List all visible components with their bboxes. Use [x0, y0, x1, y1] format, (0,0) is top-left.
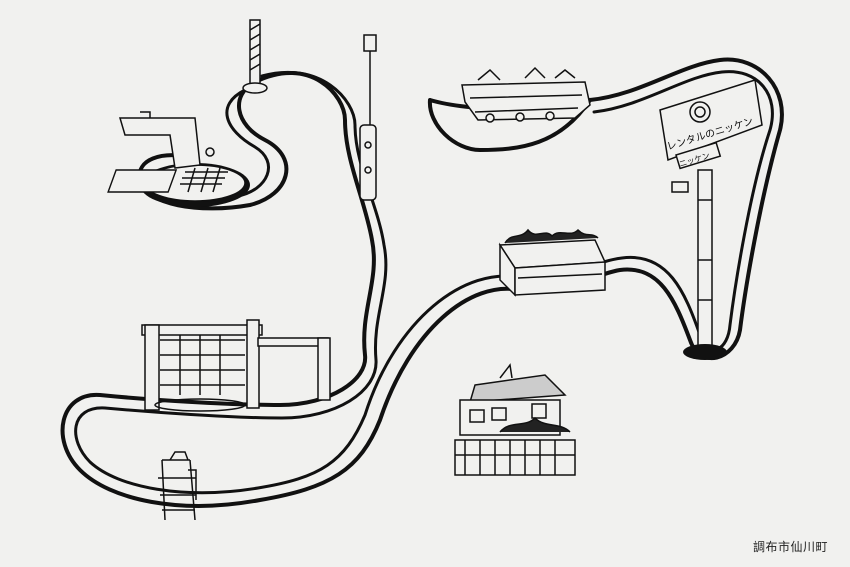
barber-pole-icon [242, 19, 268, 94]
play-net-structure-icon [141, 319, 331, 412]
house-icon [454, 363, 576, 476]
location-caption: 調布市仙川町 [752, 540, 828, 554]
rental-sign-icon: レンタルのニッケン ニッケン [659, 79, 763, 360]
lifeguard-chair-icon [158, 451, 197, 521]
rail-vehicle-icon [461, 66, 591, 123]
drinking-fountain-icon [107, 111, 250, 207]
planter-box-icon [498, 228, 607, 297]
sign-logo-circle [689, 101, 711, 123]
road-outer-edge [60, 57, 784, 508]
parking-gate-post-icon [359, 34, 377, 201]
